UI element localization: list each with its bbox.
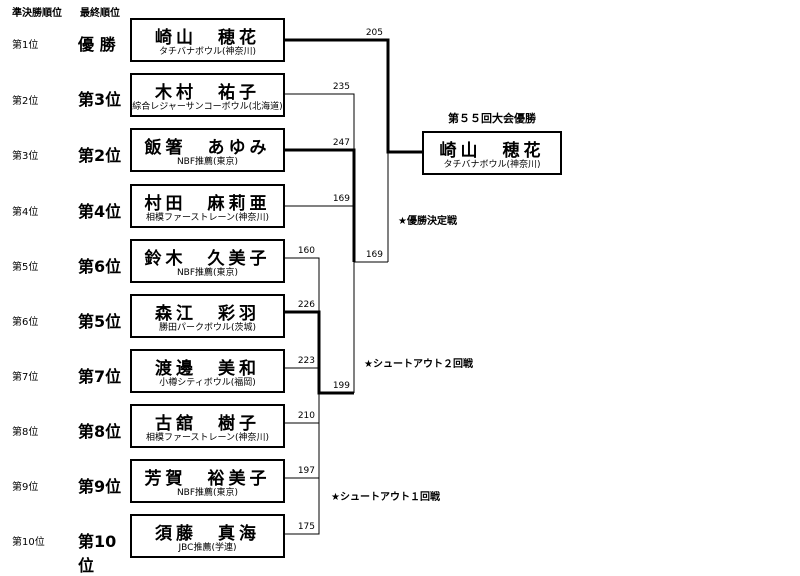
player-name: 村田 麻莉亜: [144, 194, 271, 214]
semi-rank: 第7位: [12, 372, 39, 383]
header-semi-rank: 準決勝順位: [12, 8, 62, 19]
champion-title: 第５５回大会優勝: [448, 112, 536, 125]
score-210: 210: [297, 411, 315, 421]
player-name: 芳賀 裕美子: [144, 469, 271, 489]
player-name: 須藤 真海: [155, 524, 260, 544]
score-197: 197: [297, 466, 315, 476]
player-club: 勝田パークボウル(茨城): [158, 323, 257, 333]
player-name: 木村 祐子: [155, 83, 260, 103]
line-p8: [285, 422, 320, 445]
score-175: 175: [297, 522, 315, 532]
semi-rank: 第4位: [12, 207, 39, 218]
player-club: JBC推薦(学連): [178, 543, 237, 553]
player-box: 飯箸 あゆみ NBF推薦(東京): [130, 128, 285, 172]
player-box: 芳賀 裕美子 NBF推薦(東京): [130, 459, 285, 503]
semi-rank: 第5位: [12, 262, 39, 273]
player-name: 森江 彩羽: [155, 304, 260, 324]
player-name: 渡邊 美和: [155, 359, 260, 379]
player-name: 鈴木 久美子: [144, 249, 271, 269]
score-169-p4: 169: [332, 194, 350, 204]
player-club: NBF推薦(東京): [176, 268, 239, 278]
player-club: 相模ファーストレーン(神奈川): [145, 433, 270, 443]
player-club: 小樽シティボウル(福岡): [159, 378, 256, 388]
semi-rank: 第8位: [12, 427, 39, 438]
final-rank: 第5位: [78, 312, 122, 331]
player-name: 古舘 樹子: [155, 414, 260, 434]
player-club: タチバナボウル(神奈川): [158, 47, 257, 57]
bracket-lines: [285, 38, 422, 535]
semi-rank: 第6位: [12, 317, 39, 328]
line-p2: [285, 93, 355, 150]
final-rank: 第3位: [78, 90, 122, 109]
player-box: 木村 祐子 綜合レジャーサンコーボウル(北海道): [130, 73, 285, 117]
semi-rank: 第2位: [12, 96, 39, 107]
semi-rank: 第10位: [12, 537, 45, 548]
line-p5: [285, 257, 320, 312]
semi-rank: 第9位: [12, 482, 39, 493]
player-box: 古舘 樹子 相模ファーストレーン(神奈川): [130, 404, 285, 448]
player-box: 崎山 穂花 タチバナボウル(神奈川): [130, 18, 285, 62]
score-160: 160: [297, 246, 315, 256]
score-205: 205: [365, 28, 383, 38]
player-name: 崎山 穂花: [155, 28, 260, 48]
player-club: 相模ファーストレーン(神奈川): [145, 213, 270, 223]
header-final-rank: 最終順位: [80, 8, 120, 19]
final-rank: 第8位: [78, 422, 122, 441]
final-rank: 第9位: [78, 477, 122, 496]
score-235: 235: [332, 82, 350, 92]
player-club: NBF推薦(東京): [176, 157, 239, 167]
score-199: 199: [332, 381, 350, 391]
champion-box: 崎山 穂花 タチバナボウル(神奈川): [422, 131, 562, 175]
champion-club: タチバナボウル(神奈川): [443, 160, 541, 170]
line-p6-win: [285, 310, 354, 395]
final-rank: 優 勝: [78, 35, 116, 54]
final-rank: 第6位: [78, 257, 122, 276]
score-226: 226: [297, 300, 315, 310]
player-box: 村田 麻莉亜 相模ファーストレーン(神奈川): [130, 184, 285, 228]
player-box: 森江 彩羽 勝田パークボウル(茨城): [130, 294, 285, 338]
player-name: 飯箸 あゆみ: [144, 138, 271, 158]
score-223: 223: [297, 356, 315, 366]
score-169-final: 169: [365, 250, 383, 260]
player-club: 綜合レジャーサンコーボウル(北海道): [132, 102, 283, 112]
line-p10: [285, 445, 320, 535]
final-rank: 第10位: [78, 532, 117, 575]
final-rank: 第7位: [78, 367, 122, 386]
line-p3-win: [285, 148, 356, 262]
note-final: ★優勝決定戦: [398, 216, 457, 227]
player-box: 鈴木 久美子 NBF推薦(東京): [130, 239, 285, 283]
player-club: NBF推薦(東京): [176, 488, 239, 498]
final-rank: 第2位: [78, 146, 122, 165]
line-p1-win: [285, 38, 422, 154]
final-rank: 第4位: [78, 202, 122, 221]
champion-name: 崎山 穂花: [439, 141, 545, 161]
semi-rank: 第3位: [12, 151, 39, 162]
semi-rank: 第1位: [12, 40, 39, 51]
note-shootout2: ★シュートアウト２回戦: [364, 359, 473, 370]
player-box: 須藤 真海 JBC推薦(学連): [130, 514, 285, 558]
player-box: 渡邊 美和 小樽シティボウル(福岡): [130, 349, 285, 393]
note-shootout1: ★シュートアウト１回戦: [331, 492, 440, 503]
score-247: 247: [332, 138, 350, 148]
